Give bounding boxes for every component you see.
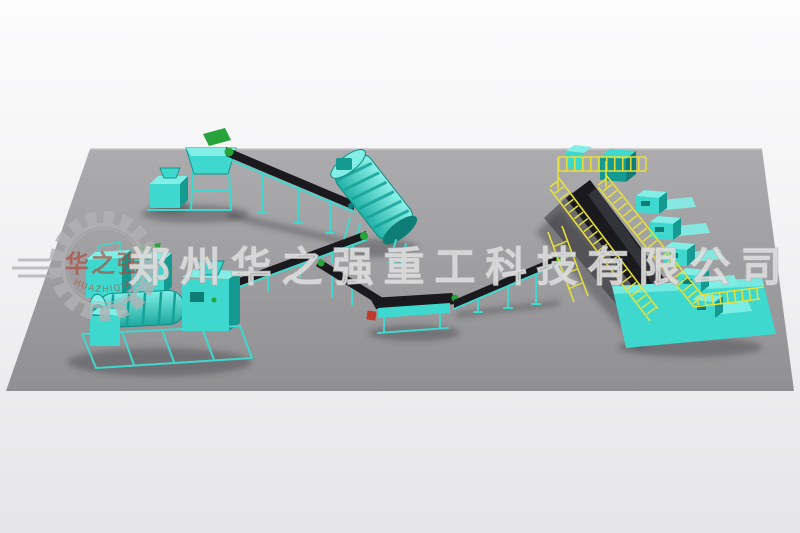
rear-box-side bbox=[122, 250, 131, 296]
right-unit-port bbox=[190, 292, 204, 302]
drum-end-cap bbox=[382, 215, 418, 245]
side-machine-side bbox=[180, 176, 188, 208]
feeder-body bbox=[378, 303, 450, 318]
drum-spiral bbox=[336, 161, 410, 229]
logo-watermark: 华之强 HUAZHIQIANG bbox=[12, 211, 159, 321]
main-belt-stripe bbox=[588, 188, 680, 311]
belt-surface bbox=[204, 231, 366, 299]
mid-machine-side bbox=[164, 253, 172, 294]
side-machine-hopper bbox=[159, 167, 181, 179]
idler-dot bbox=[211, 297, 217, 303]
gear-rim bbox=[61, 223, 147, 309]
head-pulley bbox=[317, 259, 325, 267]
logo-cn-text: 华之强 bbox=[65, 250, 143, 278]
side-machine-front bbox=[150, 184, 180, 208]
speed-lines bbox=[12, 258, 50, 278]
inclined-belt-conveyor-1 bbox=[224, 147, 355, 234]
belt-surface bbox=[454, 254, 562, 308]
conveyor-legs bbox=[331, 275, 353, 306]
support-frame bbox=[190, 171, 232, 211]
gear-teeth bbox=[49, 211, 159, 321]
corner-posts bbox=[557, 157, 647, 189]
rear-box-top bbox=[86, 250, 131, 260]
crusher-inlet-chute bbox=[203, 128, 231, 146]
gear-disc bbox=[66, 228, 142, 304]
belt-frame bbox=[453, 262, 563, 310]
safety-railings bbox=[547, 156, 765, 322]
right-unit-hopper bbox=[195, 260, 225, 276]
head-pulley bbox=[224, 147, 234, 157]
drive-motor bbox=[366, 310, 377, 321]
bagging-line bbox=[544, 145, 776, 348]
tail-pulley bbox=[348, 203, 354, 209]
hopper-rim bbox=[186, 148, 236, 156]
belt-conveyor-4 bbox=[453, 254, 564, 313]
belt-conveyor-2 bbox=[203, 231, 368, 305]
company-watermark: 郑州华之强重工科技有限公司 bbox=[129, 243, 792, 291]
conveyor-legs bbox=[235, 249, 333, 305]
right-unit-side bbox=[229, 271, 240, 331]
belt-surface bbox=[226, 147, 354, 210]
belt-feeder bbox=[366, 293, 459, 334]
feeder-crusher-unit bbox=[147, 128, 237, 211]
conveyor-legs bbox=[473, 267, 541, 313]
rear-box-front bbox=[86, 258, 122, 298]
base-frame bbox=[81, 325, 253, 369]
head-machine-top bbox=[566, 145, 592, 153]
belt-frame bbox=[225, 157, 355, 213]
front-box bbox=[90, 316, 120, 346]
stair-rungs bbox=[552, 240, 583, 290]
stair-rails bbox=[547, 225, 589, 303]
conveyor-legs bbox=[257, 164, 335, 234]
drum-motor bbox=[336, 158, 352, 170]
side-machine-top bbox=[150, 176, 188, 184]
head-pulley bbox=[360, 232, 368, 240]
